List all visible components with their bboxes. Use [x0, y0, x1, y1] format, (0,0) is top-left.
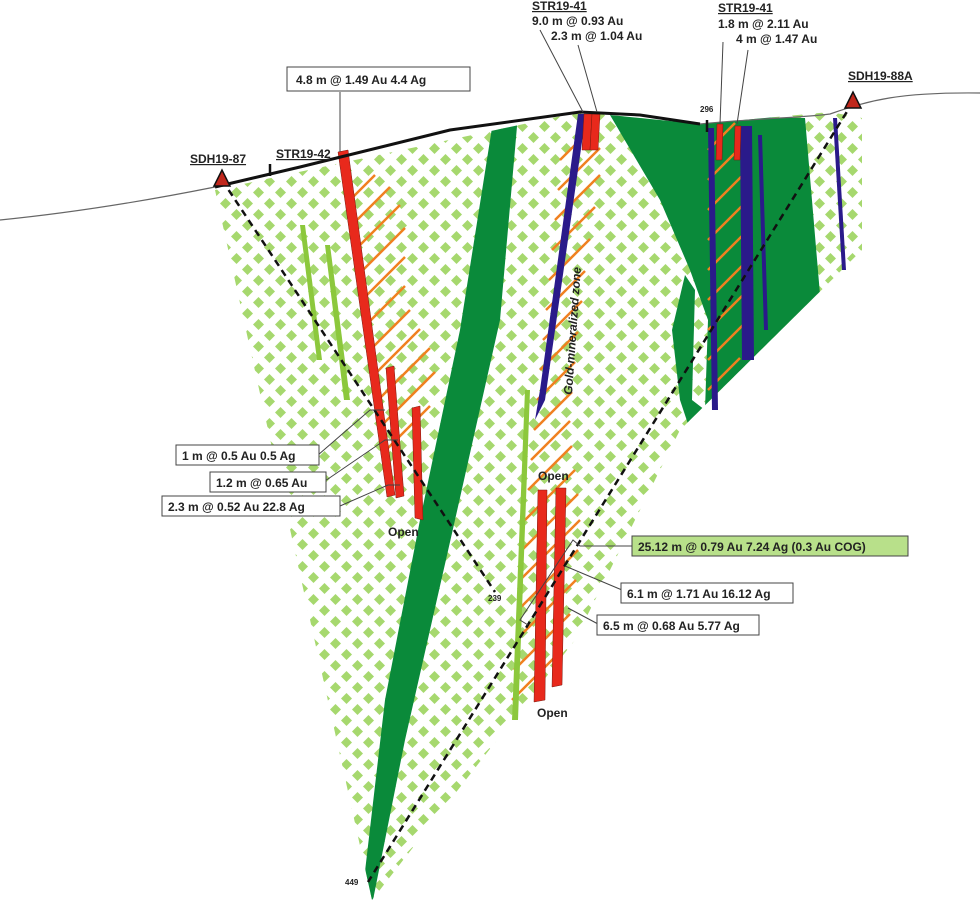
hole-label-str19-41-b: STR19-41 [718, 1, 773, 15]
collar-triangle-icon [843, 90, 863, 109]
intercept-str19-41-a-2: 2.3 m @ 1.04 Au [551, 29, 642, 43]
blue-veins [535, 114, 846, 420]
surface-trench-line [214, 110, 701, 189]
light-green-dykes [300, 225, 530, 720]
intercept-sdh19-87-1: 1 m @ 0.5 Au 0.5 Ag [182, 449, 296, 463]
depth-label-296: 296 [700, 105, 714, 114]
intercept-str19-41-b-1: 1.8 m @ 2.11 Au [718, 17, 809, 31]
hole-label-str19-42: STR19-42 [276, 147, 331, 161]
intercept-sdh19-87-2: 1.2 m @ 0.65 Au [216, 476, 307, 490]
intercept-str19-41-b-2: 4 m @ 1.47 Au [736, 32, 817, 46]
intercept-str19-41-a-1: 9.0 m @ 0.93 Au [532, 14, 623, 28]
intercept-str19-42: 4.8 m @ 1.49 Au 4.4 Ag [296, 73, 426, 87]
topography-line [0, 92, 980, 221]
open-label: Open [388, 525, 419, 539]
intercept-sdh19-87-3: 2.3 m @ 0.52 Au 22.8 Ag [168, 500, 305, 514]
open-label: Open [538, 469, 569, 483]
hole-label-sdh19-87: SDH19-87 [190, 152, 246, 166]
leader-lines [317, 29, 749, 626]
depth-label-449: 449 [345, 878, 359, 887]
intercept-sdh19-88a-1: 6.1 m @ 1.71 Au 16.12 Ag [627, 587, 771, 601]
open-label: Open [537, 706, 568, 720]
drill-hole-sdh19-87 [220, 179, 497, 593]
collar-triangle-icon [212, 168, 232, 187]
depth-label-239: 239 [488, 594, 502, 603]
drill-hole-sdh19-88a [366, 101, 855, 883]
hole-label-sdh19-88a: SDH19-88A [848, 69, 913, 83]
intercept-sdh19-88a-main: 25.12 m @ 0.79 Au 7.24 Ag (0.3 Au COG) [638, 540, 866, 554]
intercept-sdh19-88a-2: 6.5 m @ 0.68 Au 5.77 Ag [603, 619, 740, 633]
hole-label-str19-41-a: STR19-41 [532, 0, 587, 13]
